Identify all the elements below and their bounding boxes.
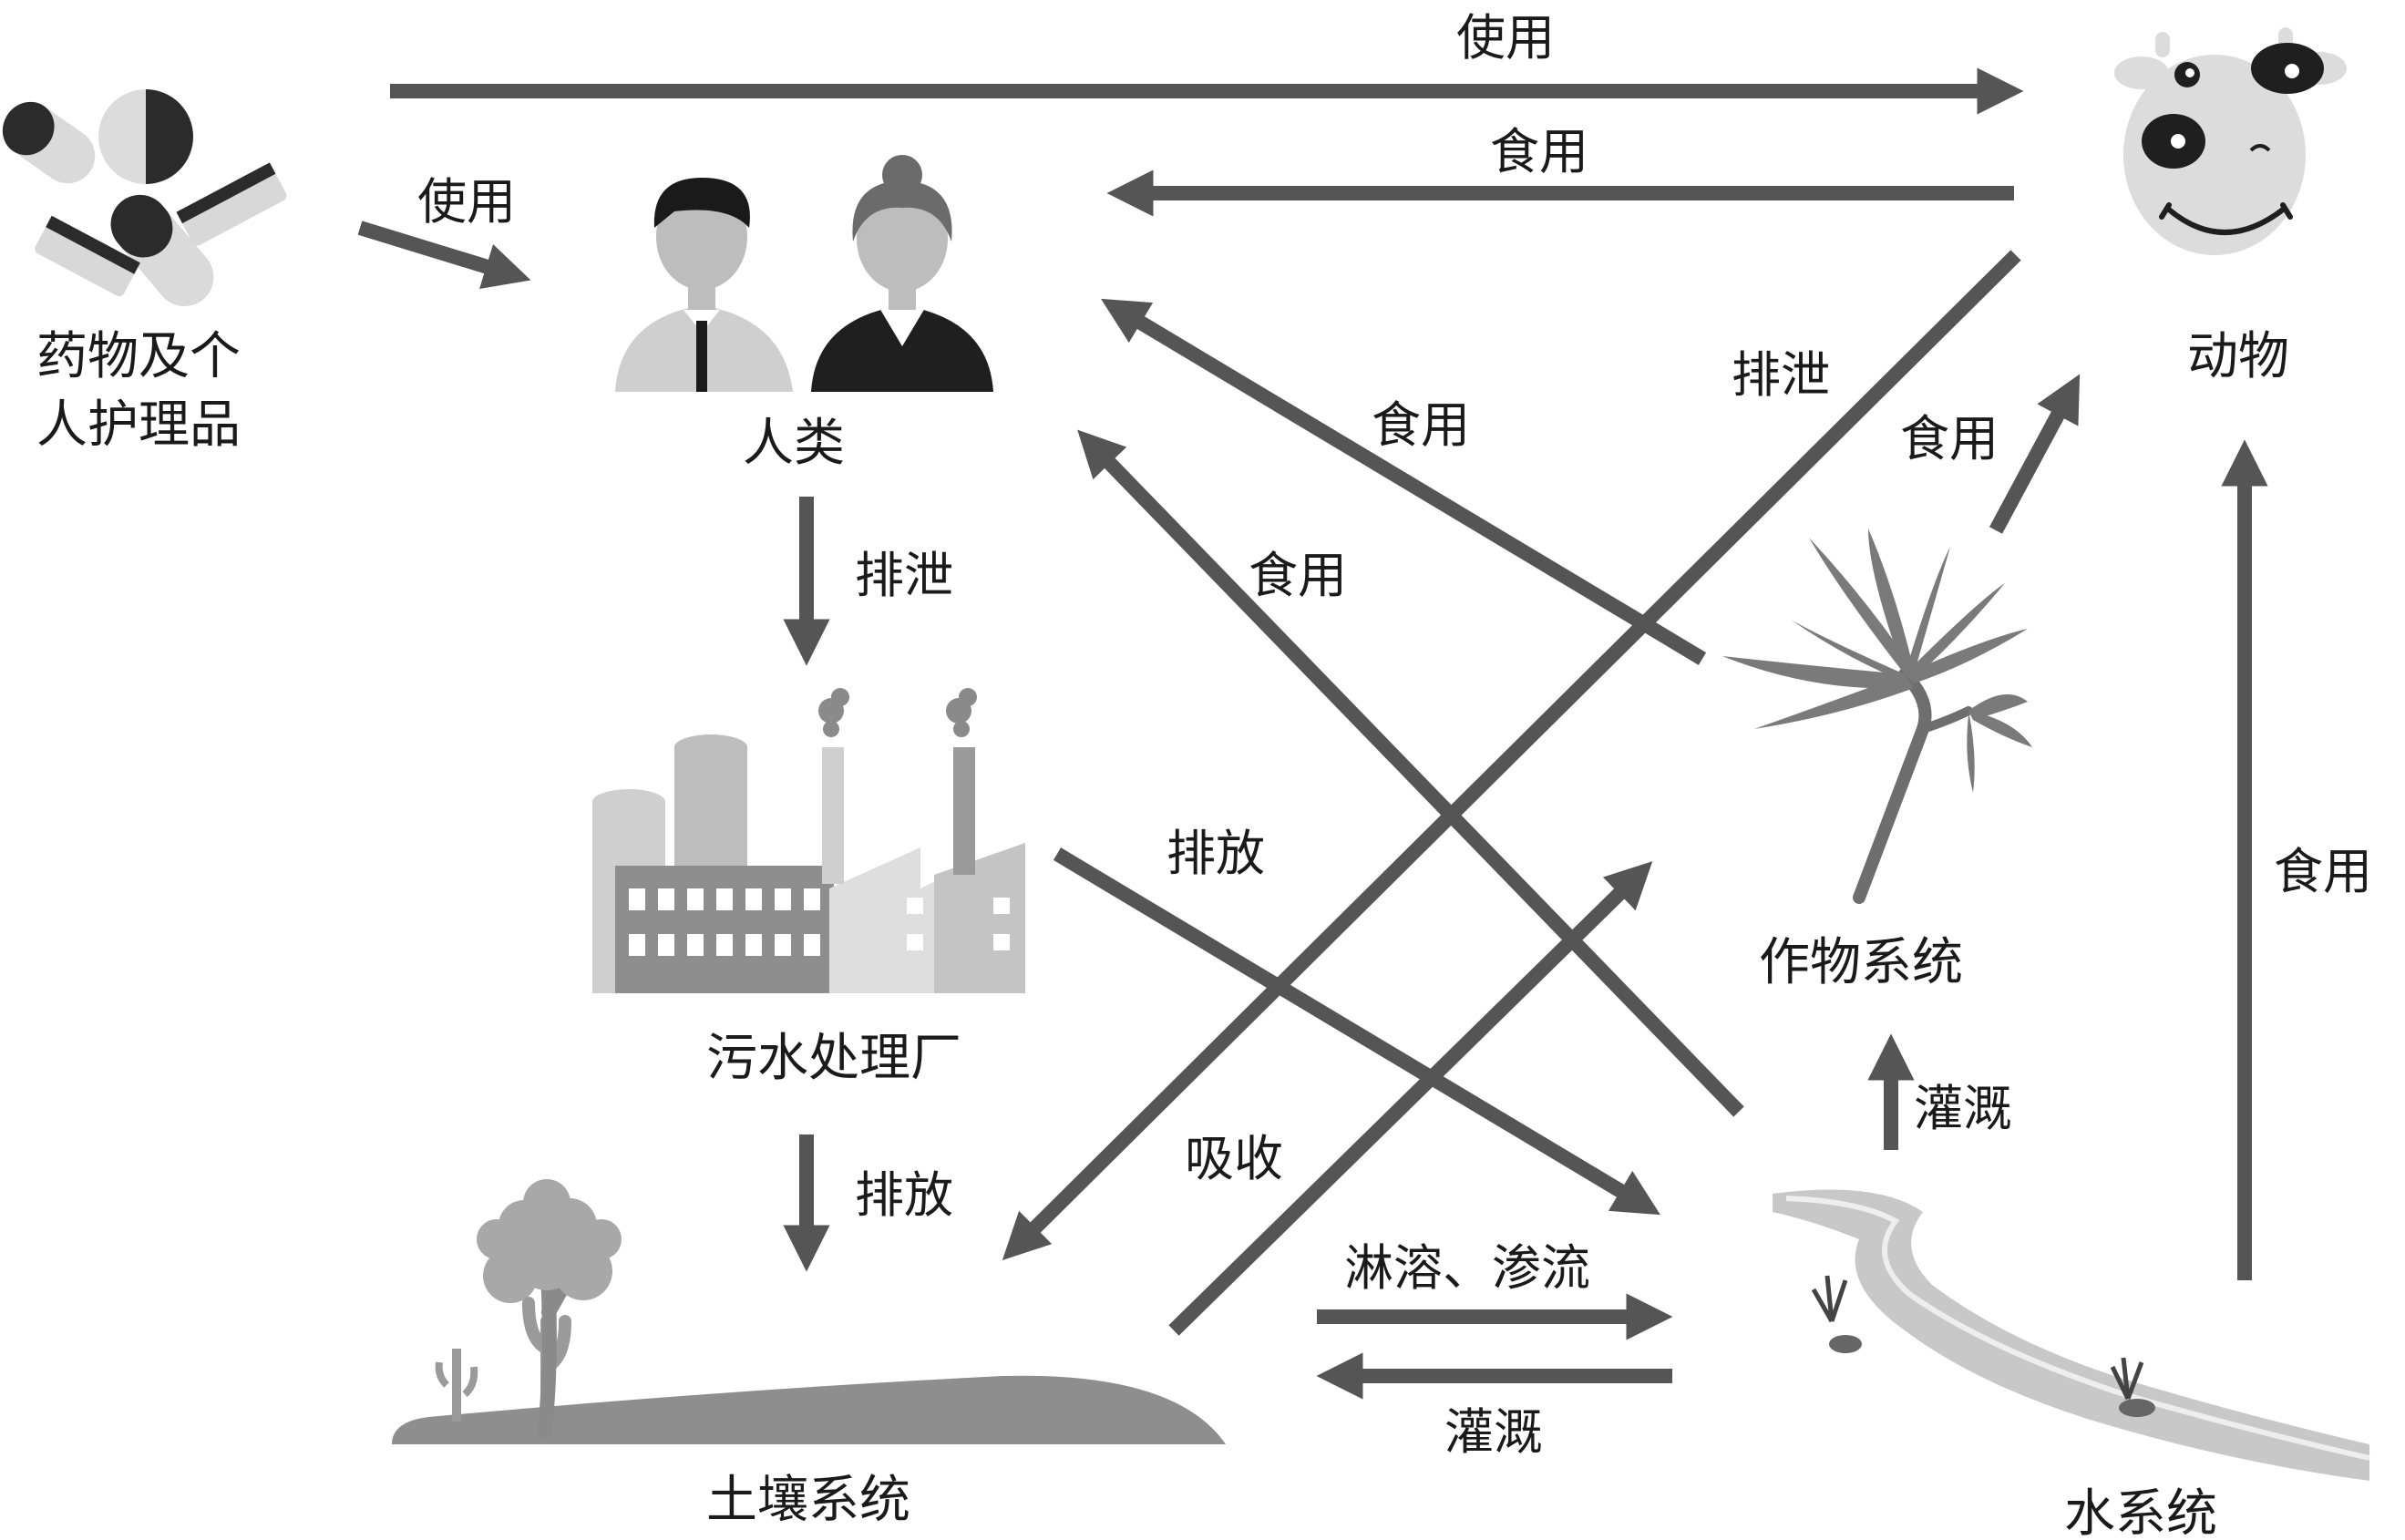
arrow-wwtp-to-water [1053, 847, 1660, 1216]
node-label-animals: 动物 [2187, 327, 2289, 386]
arrow-animals-to-soil [1002, 250, 2021, 1261]
arrow-crops-to-humans [1101, 298, 1707, 665]
tree-soil-icon [392, 1179, 1226, 1444]
edge-label-water-to-crops: 灌溉 [1914, 1080, 2012, 1137]
people-icon [615, 155, 993, 392]
node-label-drugs-line1: 药物及个 [36, 327, 241, 386]
edge-label-drugs-to-humans: 使用 [417, 173, 516, 231]
edge-label-water-to-humans: 食用 [1249, 547, 1347, 604]
pills-icon [2, 89, 287, 307]
edge-label-drugs-to-animals: 使用 [1456, 9, 1555, 67]
node-label-wwtp: 污水处理厂 [706, 1029, 961, 1088]
node-label-humans: 人类 [743, 414, 845, 473]
node-label-crops: 作物系统 [1759, 933, 1963, 992]
edge-label-crops-to-animals: 食用 [1900, 410, 1999, 467]
edge-label-wwtp-to-soil: 排放 [855, 1166, 953, 1224]
edge-label-water-to-soil: 灌溉 [1444, 1403, 1543, 1461]
edge-label-crops-to-humans: 食用 [1372, 396, 1470, 454]
arrow-soil-to-crops [1168, 861, 1653, 1336]
node-label-drugs-line2: 人护理品 [36, 395, 241, 455]
node-label-soil: 土壤系统 [706, 1471, 910, 1530]
arrow-crops-to-animals [1989, 374, 2081, 534]
river-icon [1773, 1189, 2370, 1481]
edge-label-animals-to-humans: 食用 [1490, 123, 1588, 180]
edge-label-humans-to-wwtp: 排泄 [855, 547, 953, 604]
edge-label-wwtp-to-water: 排放 [1167, 825, 1265, 882]
arrow-water-to-humans [1077, 429, 1744, 1117]
edge-label-soil-to-water: 淋溶、渗流 [1344, 1239, 1590, 1297]
palm-crop-icon [1722, 529, 2032, 904]
edge-label-animals-to-soil: 排泄 [1732, 346, 1830, 404]
edge-label-water-to-animals: 食用 [2274, 843, 2372, 900]
arrow-drugs-to-humans [357, 221, 531, 289]
factory-icon [592, 688, 1025, 993]
node-label-water: 水系统 [2064, 1484, 2217, 1540]
cow-icon [2114, 27, 2347, 255]
edge-label-soil-to-crops: 吸收 [1185, 1130, 1283, 1187]
